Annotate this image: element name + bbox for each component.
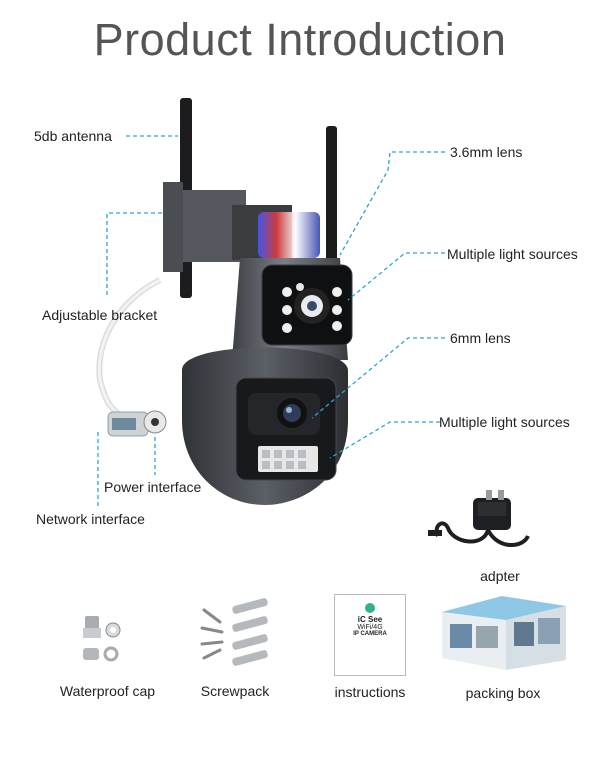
label-lights-bottom: Multiple light sources: [439, 414, 570, 430]
leader-lens6: [311, 337, 445, 419]
manual-line-3: IP CAMERA: [353, 631, 387, 637]
label-bracket: Adjustable bracket: [42, 307, 158, 323]
manual-line-2: WiFi/4G: [357, 624, 383, 631]
antenna-right: [326, 126, 337, 276]
light-strip: [258, 212, 320, 258]
instructions-card: iC See WiFi/4G IP CAMERA: [334, 594, 406, 676]
label-packing-box: packing box: [465, 685, 541, 701]
screwpack-image: [200, 598, 268, 666]
label-waterproof-cap: Waterproof cap: [59, 683, 156, 699]
adapter-image: [428, 490, 530, 547]
manual-line-1: iC See: [357, 615, 383, 624]
page-title: Product Introduction: [93, 14, 507, 65]
leader-lights-bottom: [329, 421, 440, 459]
label-instructions: instructions: [334, 684, 406, 700]
label-antenna: 5db antenna: [34, 128, 112, 144]
wall-bracket: [163, 182, 183, 272]
leader-lens36: [339, 151, 445, 256]
leader-lights-top: [347, 252, 445, 301]
waterproof-cap-image: [83, 616, 121, 662]
label-lens-36: 3.6mm lens: [450, 144, 523, 160]
label-power: Power interface: [104, 479, 202, 495]
label-lens-6: 6mm lens: [450, 330, 511, 346]
packing-box-image: [442, 596, 566, 670]
manual-logo-icon: [365, 603, 375, 613]
label-lights-top: Multiple light sources: [447, 246, 578, 262]
label-adapter: adpter: [480, 568, 520, 584]
label-network: Network interface: [36, 511, 145, 527]
label-screwpack: Screwpack: [200, 683, 270, 699]
